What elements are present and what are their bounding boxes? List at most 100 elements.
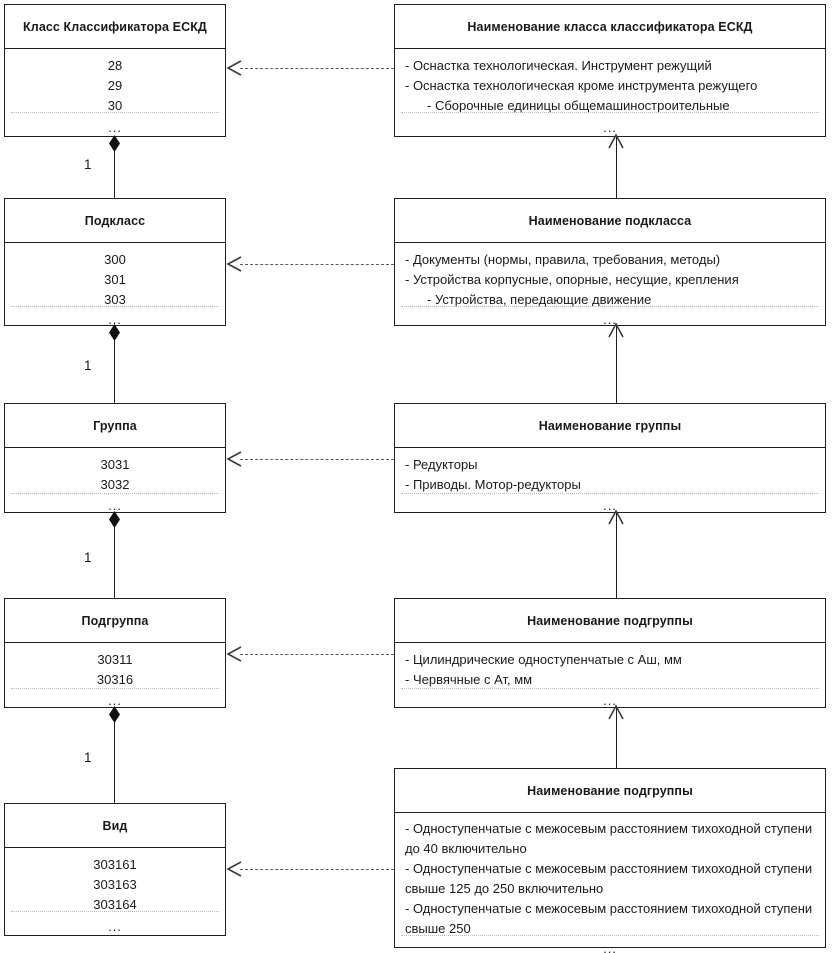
more-indicator: ... xyxy=(603,941,617,953)
class-title: Наименование подкласса xyxy=(395,199,825,243)
more-indicator: ... xyxy=(108,120,122,135)
attribute-value: - Оснастка технологическая. Инструмент р… xyxy=(405,58,712,73)
attribute-value: 30311 xyxy=(97,652,133,667)
attribute-value: - Устройства корпусные, опорные, несущие… xyxy=(405,272,739,287)
multiplicity-label: 1 xyxy=(84,157,92,172)
class-box-subgroup[interactable]: Подгруппа 30311 30316 ... xyxy=(4,598,226,708)
link-line xyxy=(616,513,617,599)
attribute-value: - Документы (нормы, правила, требования,… xyxy=(405,252,721,267)
class-attributes: 28 29 30 ... xyxy=(5,49,225,136)
section-separator xyxy=(401,935,819,936)
class-attributes: - Редукторы - Приводы. Мотор-редукторы .… xyxy=(395,448,825,513)
more-indicator: ... xyxy=(603,120,617,135)
class-attributes: - Одноступенчатые с межосевым расстояние… xyxy=(395,813,825,953)
link-line xyxy=(240,264,394,265)
attribute-value: 30 xyxy=(107,98,123,113)
open-arrow-up-icon xyxy=(608,322,624,338)
class-attributes: - Документы (нормы, правила, требования,… xyxy=(395,243,825,327)
link-line xyxy=(114,716,115,804)
link-line xyxy=(114,145,115,199)
section-separator xyxy=(11,688,219,689)
class-box-group[interactable]: Группа 3031 3032 ... xyxy=(4,403,226,513)
attribute-value: - Приводы. Мотор-редукторы xyxy=(405,477,581,492)
attribute-value: - Одноступенчатые с межосевым расстояние… xyxy=(405,901,813,936)
multiplicity-label: 1 xyxy=(84,550,92,565)
more-indicator: ... xyxy=(603,693,617,708)
more-indicator: ... xyxy=(603,312,617,327)
link-line xyxy=(616,708,617,769)
attribute-value: 29 xyxy=(107,78,123,93)
attribute-value: - Одноступенчатые с межосевым расстояние… xyxy=(405,821,813,856)
class-box-kind[interactable]: Вид 303161 303163 303164 ... xyxy=(4,803,226,936)
link-line xyxy=(114,521,115,599)
class-attributes: 30311 30316 ... xyxy=(5,643,225,708)
class-attributes: 303161 303163 303164 ... xyxy=(5,848,225,935)
open-arrow-left-icon xyxy=(226,861,242,877)
attribute-value: 30316 xyxy=(96,672,134,687)
section-separator xyxy=(401,688,819,689)
attribute-value: 303161 xyxy=(93,857,137,872)
attribute-value: - Редукторы xyxy=(405,457,478,472)
attribute-value: 3032 xyxy=(100,477,130,492)
more-indicator: ... xyxy=(603,498,617,513)
composition-diamond-icon xyxy=(109,706,120,723)
section-separator xyxy=(11,112,219,113)
class-title: Наименование подгруппы xyxy=(395,769,825,813)
class-box-subgroup-name[interactable]: Наименование подгруппы - Цилиндрические … xyxy=(394,598,826,708)
more-indicator: ... xyxy=(108,919,122,934)
class-box-kind-name[interactable]: Наименование подгруппы - Одноступенчатые… xyxy=(394,768,826,953)
open-arrow-up-icon xyxy=(608,704,624,720)
open-arrow-left-icon xyxy=(226,646,242,662)
section-separator xyxy=(401,493,819,494)
class-title: Подгруппа xyxy=(5,599,225,643)
attribute-value: - Червячные с Ат, мм xyxy=(405,672,533,687)
class-title: Подкласс xyxy=(5,199,225,243)
class-title: Наименование подгруппы xyxy=(395,599,825,643)
section-separator xyxy=(11,306,219,307)
open-arrow-left-icon xyxy=(226,451,242,467)
section-separator xyxy=(401,306,819,307)
link-line xyxy=(240,68,394,69)
link-line xyxy=(240,459,394,460)
link-line xyxy=(616,137,617,199)
open-arrow-up-icon xyxy=(608,509,624,525)
more-indicator: ... xyxy=(108,498,122,513)
attribute-value: 3031 xyxy=(100,457,130,472)
link-line xyxy=(114,334,115,404)
attribute-value: 301 xyxy=(104,272,126,287)
attribute-value: - Одноступенчатые с межосевым расстояние… xyxy=(405,861,813,896)
class-box-group-name[interactable]: Наименование группы - Редукторы - Привод… xyxy=(394,403,826,513)
class-attributes: 3031 3032 ... xyxy=(5,448,225,513)
class-title: Наименование группы xyxy=(395,404,825,448)
open-arrow-left-icon xyxy=(226,256,242,272)
composition-diamond-icon xyxy=(109,324,120,341)
attribute-value: - Цилиндрические одноступенчатые с Аш, м… xyxy=(405,652,682,667)
class-box-subclass-name[interactable]: Наименование подкласса - Документы (норм… xyxy=(394,198,826,327)
more-indicator: ... xyxy=(108,312,122,327)
link-line xyxy=(240,869,394,870)
attribute-value: 303164 xyxy=(93,897,137,912)
class-attributes: 300 301 303 ... xyxy=(5,243,225,327)
section-separator xyxy=(11,493,219,494)
attribute-value: 303 xyxy=(104,292,126,307)
class-attributes: - Оснастка технологическая. Инструмент р… xyxy=(395,49,825,136)
multiplicity-label: 1 xyxy=(84,358,92,373)
composition-diamond-icon xyxy=(109,135,120,152)
class-box-class-eskd[interactable]: Класс Классификатора ЕСКД 28 29 30 ... xyxy=(4,4,226,137)
more-indicator: ... xyxy=(108,693,122,708)
link-line xyxy=(616,326,617,404)
class-title: Вид xyxy=(5,804,225,848)
attribute-value: - Устройства, передающие движение xyxy=(427,292,652,307)
open-arrow-left-icon xyxy=(226,60,242,76)
multiplicity-label: 1 xyxy=(84,750,92,765)
attribute-value: - Сборочные единицы общемашиностроительн… xyxy=(427,98,730,113)
open-arrow-up-icon xyxy=(608,133,624,149)
class-attributes: - Цилиндрические одноступенчатые с Аш, м… xyxy=(395,643,825,708)
attribute-value: - Оснастка технологическая кроме инструм… xyxy=(405,78,758,93)
link-line xyxy=(240,654,394,655)
composition-diamond-icon xyxy=(109,511,120,528)
class-box-subclass[interactable]: Подкласс 300 301 303 ... xyxy=(4,198,226,327)
class-box-class-name[interactable]: Наименование класса классификатора ЕСКД … xyxy=(394,4,826,137)
attribute-value: 300 xyxy=(104,252,126,267)
